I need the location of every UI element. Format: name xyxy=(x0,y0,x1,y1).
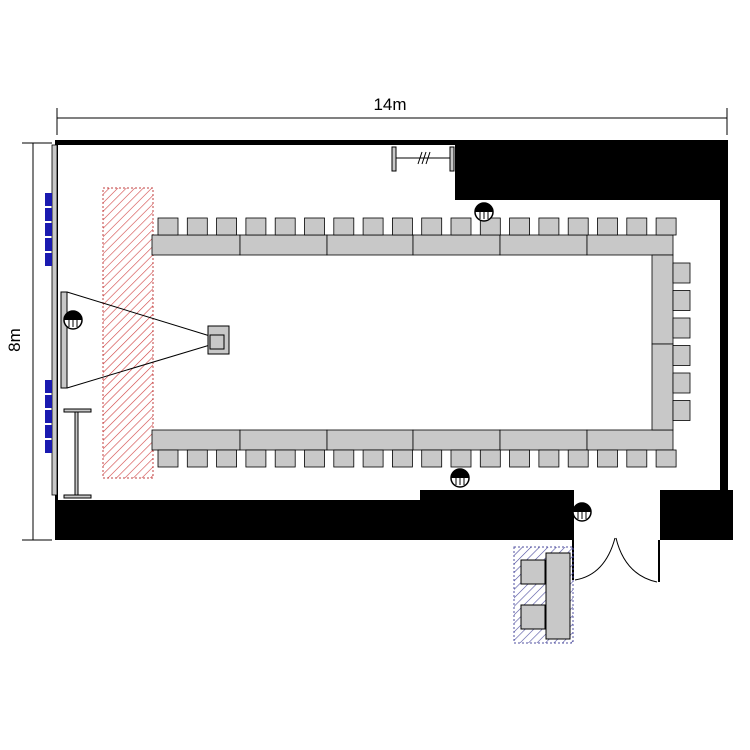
chair xyxy=(672,372,691,394)
chair xyxy=(421,449,443,468)
speaker-icon xyxy=(474,202,494,222)
reception-chair xyxy=(520,559,546,585)
table-top-row xyxy=(412,234,501,256)
chair xyxy=(333,449,355,468)
speaker-icon xyxy=(450,468,470,488)
chair xyxy=(450,217,472,236)
chair xyxy=(304,449,325,468)
double-door xyxy=(574,537,658,583)
chair xyxy=(157,217,179,236)
width-dimension: 14m xyxy=(56,95,728,135)
lectern xyxy=(63,408,92,499)
stage-area xyxy=(102,187,154,479)
chair xyxy=(626,449,648,468)
table-side xyxy=(651,343,674,431)
window-pane xyxy=(45,208,52,221)
window-pane xyxy=(45,425,52,438)
window-pane xyxy=(45,253,52,266)
chair xyxy=(421,217,443,236)
chair xyxy=(672,400,691,421)
chair xyxy=(655,449,677,468)
chair xyxy=(655,217,677,236)
projection-screen xyxy=(60,291,211,389)
width-label: 14m xyxy=(373,95,406,114)
projector-icon xyxy=(207,325,230,355)
chair xyxy=(333,217,355,236)
window-pane xyxy=(45,440,52,453)
window-pane xyxy=(45,193,52,206)
table-bottom-row xyxy=(499,429,588,451)
table-top-row xyxy=(499,234,588,256)
window-pane xyxy=(45,380,52,393)
table-bottom-row xyxy=(151,429,241,451)
chair xyxy=(626,217,648,236)
table-side xyxy=(651,254,674,345)
chair xyxy=(509,449,531,468)
height-label: 8m xyxy=(5,328,24,352)
chair xyxy=(274,217,296,236)
left-wall-panel xyxy=(51,144,58,496)
window-pane xyxy=(45,238,52,251)
chair xyxy=(216,217,238,236)
chairs xyxy=(157,217,691,468)
walls xyxy=(55,140,733,582)
table-top-row xyxy=(151,234,241,256)
chair xyxy=(538,217,560,236)
chair xyxy=(186,449,208,468)
chair xyxy=(672,290,691,311)
table-top-row xyxy=(586,234,674,256)
chair xyxy=(157,449,179,468)
chair xyxy=(391,217,413,236)
window-pane xyxy=(45,223,52,236)
chair xyxy=(450,449,472,468)
chair xyxy=(538,449,560,468)
reception-chair xyxy=(520,604,546,630)
speaker-icon xyxy=(63,310,83,330)
chair xyxy=(216,449,238,468)
chair xyxy=(672,317,691,339)
window-pane xyxy=(45,395,52,408)
chair xyxy=(186,217,208,236)
height-dimension: 8m xyxy=(5,142,52,541)
chair xyxy=(479,449,501,468)
chair xyxy=(597,217,618,236)
table-bottom-row xyxy=(326,429,414,451)
table-bottom-row xyxy=(586,429,674,451)
table-top-row xyxy=(326,234,414,256)
table-bottom-row xyxy=(239,429,328,451)
tables xyxy=(151,234,674,451)
coat-rack xyxy=(391,146,455,172)
chair xyxy=(567,449,589,468)
chair xyxy=(245,217,267,236)
windows xyxy=(45,193,52,453)
speaker-icon xyxy=(572,502,592,522)
chair xyxy=(509,217,531,236)
chair xyxy=(362,449,384,468)
chair xyxy=(672,262,691,284)
chair xyxy=(391,449,413,468)
chair xyxy=(274,449,296,468)
chair xyxy=(245,449,267,468)
window-pane xyxy=(45,410,52,423)
chair xyxy=(672,345,691,366)
chair xyxy=(304,217,325,236)
chair xyxy=(597,449,618,468)
chair xyxy=(362,217,384,236)
chair xyxy=(567,217,589,236)
speakers xyxy=(63,202,592,522)
reception-desk xyxy=(513,546,574,644)
table-top-row xyxy=(239,234,328,256)
table-bottom-row xyxy=(412,429,501,451)
